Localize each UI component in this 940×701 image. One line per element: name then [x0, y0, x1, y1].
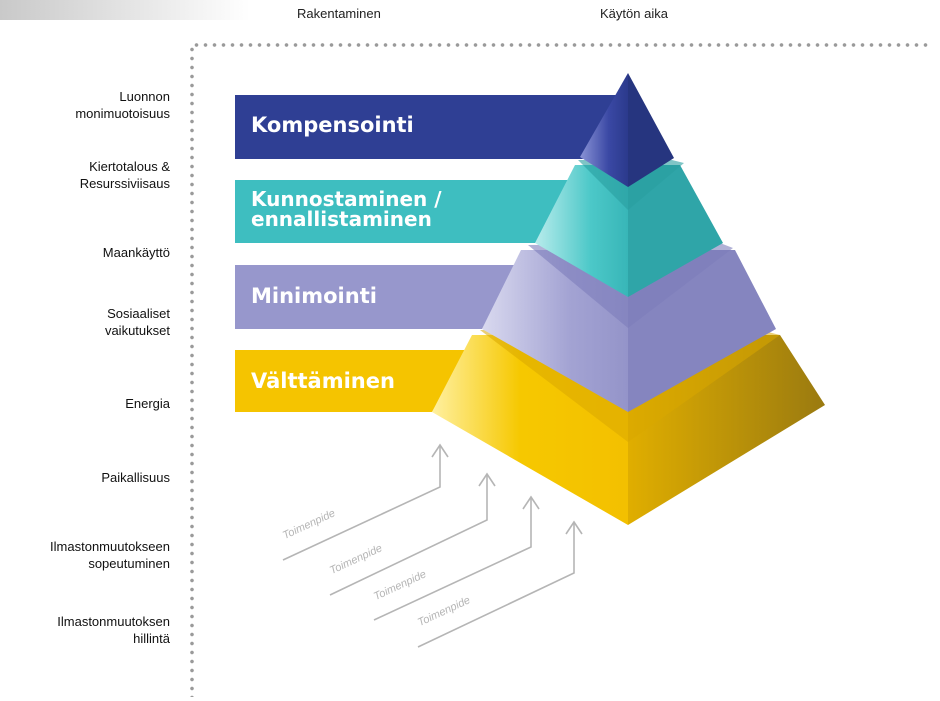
measure-arrows [282, 443, 583, 648]
measure-arrow-2 [329, 474, 488, 596]
category-line: vaikutukset [104, 323, 170, 338]
operation-header: Käytön aika [600, 6, 668, 21]
category-energy: Energia [125, 395, 170, 412]
category-locality: Paikallisuus [101, 469, 170, 486]
category-climate-mitigation: Ilmastonmuutoksen hillintä [57, 613, 170, 647]
category-line: Paikallisuus [101, 470, 170, 485]
category-biodiversity: Luonnon monimuotoisuus [75, 88, 170, 122]
category-social-impacts: Sosiaaliset vaikutukset [105, 305, 170, 339]
corner-shading [0, 0, 250, 20]
level-compensation-label: Kompensointi [251, 113, 414, 137]
banner-compensation [235, 95, 625, 159]
category-line: Energia [125, 396, 170, 411]
pyramid-blue-face-right [628, 73, 674, 187]
pyramid-teal-face-left [535, 165, 628, 297]
measure-arrow-1 [282, 445, 441, 561]
category-line: monimuotoisuus [75, 106, 170, 121]
level-restoration-label: Kunnostaminen / ennallistaminen [251, 189, 442, 229]
pyramid-blue-face-left [580, 73, 628, 187]
horizontal-dotted-axis [192, 43, 932, 47]
measure-arrow-4-head [565, 520, 583, 535]
measure-arrow-1-head [431, 443, 449, 458]
banner-minimization [235, 265, 520, 329]
category-line: Resurssiviisaus [79, 176, 170, 191]
level-restoration-line: ennallistaminen [251, 207, 432, 231]
measure-arrow-4 [417, 522, 575, 648]
measure-arrow-3-head [522, 495, 540, 510]
level-minimization-label: Minimointi [251, 284, 377, 308]
category-line: sopeutuminen [88, 556, 170, 571]
vertical-dotted-axis [190, 45, 194, 697]
category-line: Maankäyttö [102, 245, 170, 260]
banner-avoidance [235, 350, 470, 412]
category-line: Ilmastonmuutokseen [50, 539, 170, 554]
banner-restoration [235, 180, 578, 243]
category-climate-adaptation: Ilmastonmuutokseen sopeutuminen [50, 538, 170, 572]
measure-arrow-3 [373, 497, 532, 621]
level-restoration-line: Kunnostaminen / [251, 187, 442, 211]
measure-arrow-2-head [478, 472, 496, 487]
pyramid-teal-face-right [628, 165, 723, 297]
category-line: hillintä [133, 631, 170, 646]
category-line: Luonnon [119, 89, 170, 104]
category-line: Kiertotalous & [89, 159, 170, 174]
construction-header: Rakentaminen [297, 6, 381, 21]
level-avoidance-label: Välttäminen [251, 369, 395, 393]
category-line: Ilmastonmuutoksen [57, 614, 170, 629]
category-line: Sosiaaliset [107, 306, 170, 321]
category-land-use: Maankäyttö [103, 244, 170, 261]
category-circular-economy: Kiertotalous & Resurssiviisaus [80, 158, 170, 192]
